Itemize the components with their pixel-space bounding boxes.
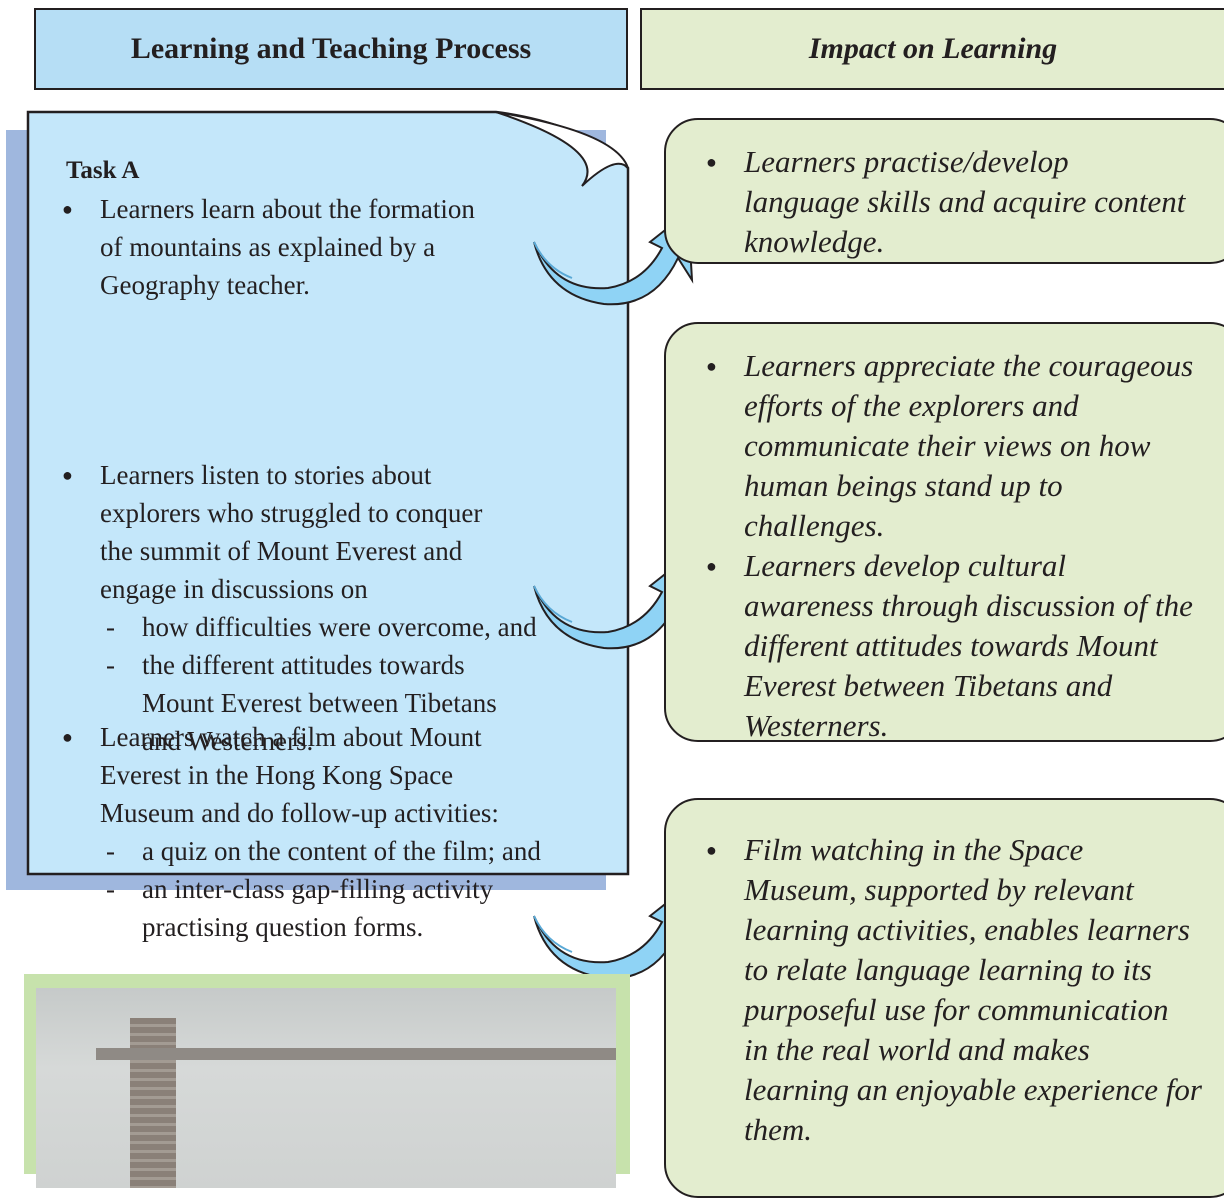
text-line: Film watching in the Space bbox=[744, 832, 1084, 867]
text-line: explorers who struggled to conquer bbox=[100, 498, 483, 528]
text-line: how difficulties were overcome, and bbox=[142, 612, 537, 642]
text-line: efforts of the explorers and bbox=[744, 388, 1079, 423]
bullet-dot-icon: ● bbox=[706, 356, 717, 376]
bullet-dot-icon: ● bbox=[62, 727, 73, 747]
task-content: Task A ● Learners learn about the formati… bbox=[26, 110, 630, 942]
impact-item: ● Learners practise/develop language skill… bbox=[666, 142, 1224, 262]
dash-marker: - bbox=[106, 874, 115, 904]
text-line: learning an enjoyable experience for bbox=[744, 1072, 1202, 1107]
text-line: Learners appreciate the courageous bbox=[744, 348, 1194, 383]
bullet-dot-icon: ● bbox=[706, 152, 717, 172]
text-line: Everest in the Hong Kong Space bbox=[100, 760, 454, 790]
text-line: purposeful use for communication bbox=[744, 992, 1169, 1027]
text-line: an inter-class gap-filling activity bbox=[142, 874, 494, 904]
dash-marker: - bbox=[106, 650, 115, 680]
dash-marker: - bbox=[106, 836, 115, 866]
photo-roof bbox=[96, 1048, 616, 1060]
text-line: Geography teacher. bbox=[100, 270, 310, 300]
text-line: Westerners. bbox=[744, 708, 889, 743]
text-line: in the real world and makes bbox=[744, 1032, 1090, 1067]
task-bullet: ● Learners listen to stories about explore… bbox=[62, 456, 592, 760]
text-line: and Westerners. bbox=[142, 726, 314, 756]
text-line: Learners listen to stories about bbox=[100, 460, 432, 490]
dash-marker: - bbox=[106, 612, 115, 642]
text-line: Museum, supported by relevant bbox=[744, 872, 1134, 907]
impact-item: ● Learners appreciate the courageous effor… bbox=[666, 346, 1224, 546]
sub-item: -an inter-class gap-filling activity prac… bbox=[100, 870, 592, 946]
photo-frame bbox=[24, 974, 630, 1188]
text-line: of mountains as explained by a bbox=[100, 232, 436, 262]
text-line: knowledge. bbox=[744, 224, 885, 259]
sub-item: -a quiz on the content of the film; and bbox=[100, 832, 592, 870]
text-line: the different attitudes towards bbox=[142, 650, 465, 680]
text-line: communicate their views on how bbox=[744, 428, 1151, 463]
museum-photo bbox=[36, 988, 616, 1188]
text-line: the summit of Mount Everest and bbox=[100, 536, 463, 566]
text-line: to relate language learning to its bbox=[744, 952, 1152, 987]
text-line: different attitudes towards Mount bbox=[744, 628, 1158, 663]
text-line: Mount Everest between Tibetans bbox=[142, 688, 497, 718]
impact-box: ● Learners practise/develop language skill… bbox=[664, 118, 1224, 264]
text-line: Learners learn about the formation bbox=[100, 194, 475, 224]
bullet-text: Learners learn about the formation of mou… bbox=[100, 190, 592, 304]
text-line: them. bbox=[744, 1112, 813, 1147]
task-panel: Task A ● Learners learn about the formati… bbox=[26, 110, 630, 942]
text-line: language skills and acquire content bbox=[744, 184, 1186, 219]
bullet-text: Learners listen to stories about explorer… bbox=[100, 456, 592, 760]
text-line: learning activities, enables learners bbox=[744, 912, 1190, 947]
text-line: Learners practise/develop bbox=[744, 144, 1069, 179]
impact-item: ● Learners develop cultural awareness thro… bbox=[666, 546, 1224, 746]
impact-header: Impact on Learning bbox=[640, 8, 1224, 90]
text-line: Learners develop cultural bbox=[744, 548, 1067, 583]
text-line: engage in discussions on bbox=[100, 574, 368, 604]
impact-box: ● Learners appreciate the courageous effor… bbox=[664, 322, 1224, 743]
text-line: challenges. bbox=[744, 508, 885, 543]
bullet-dot-icon: ● bbox=[706, 556, 717, 576]
impact-header-title: Impact on Learning bbox=[808, 32, 1058, 65]
text-line: Everest between Tibetans and bbox=[744, 668, 1113, 703]
text-line: human beings stand up to bbox=[744, 468, 1063, 503]
text-line: practising question forms. bbox=[142, 912, 424, 942]
text-line: a quiz on the content of the film; and bbox=[142, 836, 541, 866]
bullet-dot-icon: ● bbox=[62, 465, 73, 485]
task-panel-shape bbox=[26, 110, 630, 876]
text-line: awareness through discussion of the bbox=[744, 588, 1193, 623]
process-header: Learning and Teaching Process bbox=[34, 8, 628, 90]
photo-building bbox=[130, 1018, 176, 1188]
text-line: Learners watch a film about Mount bbox=[100, 722, 482, 752]
text-line: Museum and do follow-up activities: bbox=[100, 798, 499, 828]
task-title: Task A bbox=[66, 157, 140, 184]
bullet-dot-icon: ● bbox=[706, 840, 717, 860]
bullet-dot-icon: ● bbox=[62, 199, 73, 219]
process-header-title: Learning and Teaching Process bbox=[130, 32, 532, 65]
sub-item: -how difficulties were overcome, and bbox=[100, 608, 592, 646]
task-bullet: ● Learners learn about the formation of mo… bbox=[62, 190, 592, 304]
